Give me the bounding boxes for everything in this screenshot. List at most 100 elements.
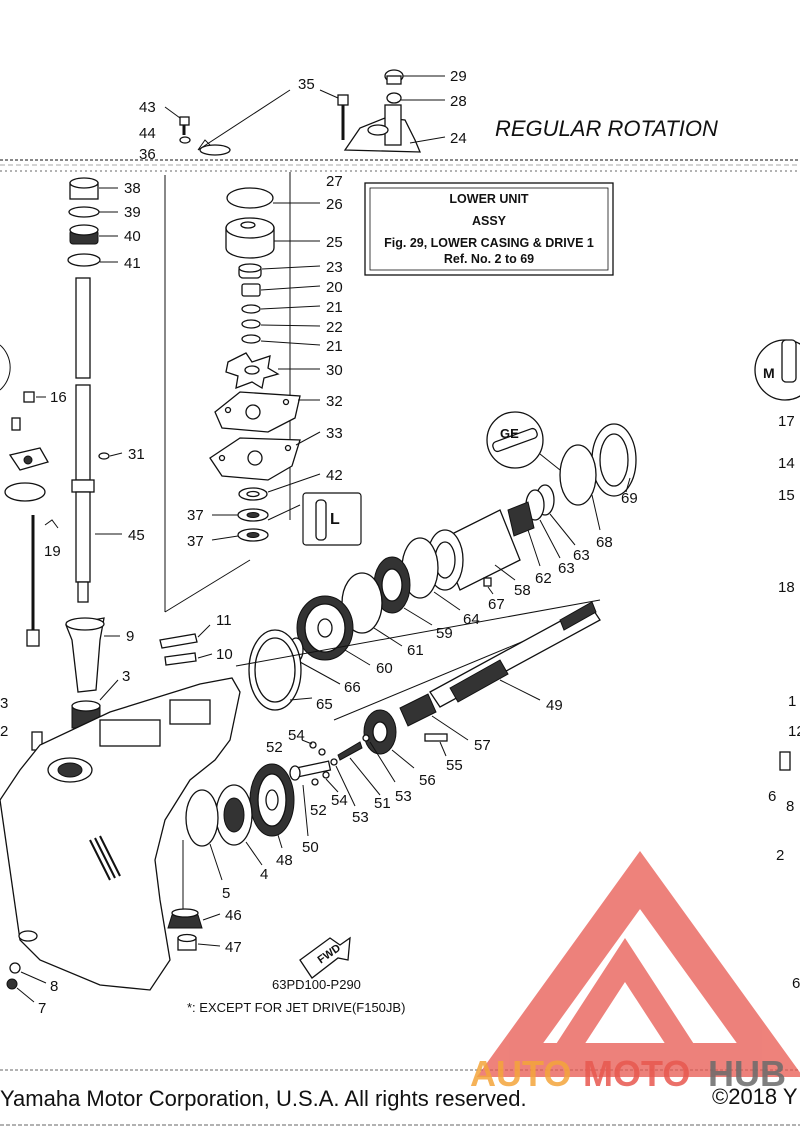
svg-text:M: M [763, 365, 775, 381]
part-57-spring [399, 693, 469, 741]
callout-53b: 53 [352, 809, 369, 826]
callout-r18: 18 [778, 579, 795, 596]
part-11-plate [159, 624, 211, 649]
oil-seal-housing-outline [197, 89, 291, 156]
callout-44: 44 [139, 125, 156, 142]
callout-53a: 53 [395, 788, 412, 805]
callout-52b: 52 [310, 802, 327, 819]
callout-8: 8 [50, 978, 58, 995]
callout-27: 27 [326, 173, 343, 190]
callout-41: 41 [124, 255, 141, 272]
callout-32: 32 [326, 393, 343, 410]
callout-r8: 8 [786, 798, 794, 815]
callout-38: 38 [124, 180, 141, 197]
callout-37a: 37 [187, 507, 204, 524]
watermark-text: AUTO MOTO HUB [470, 1053, 786, 1094]
callout-35: 35 [298, 76, 315, 93]
part-22-ring [241, 319, 321, 329]
part-35-bolt [319, 89, 349, 140]
callout-65: 65 [316, 696, 333, 713]
callout-60: 60 [376, 660, 393, 677]
part-45-drive-shaft [71, 277, 122, 603]
callout-2: 2 [0, 723, 8, 740]
callout-67: 67 [488, 596, 505, 613]
part-33-gasket [209, 431, 321, 481]
part-59-bearing [373, 556, 433, 626]
part-9-sleeve [65, 617, 120, 693]
part-51-spring [337, 741, 381, 796]
part-68-circlip [559, 444, 601, 531]
callout-48: 48 [276, 852, 293, 869]
watermark-hub: HUB [708, 1053, 786, 1094]
callout-11: 11 [216, 612, 232, 629]
ref-line4: Ref. No. 2 to 69 [444, 252, 534, 266]
part-41-o-ring [67, 253, 118, 267]
part-23-insert [238, 263, 321, 279]
diagram-title: REGULAR ROTATION [495, 116, 718, 141]
callout-23: 23 [326, 259, 343, 276]
part-3-bearing [71, 679, 119, 729]
callout-55: 55 [446, 757, 463, 774]
ref-line1: LOWER UNIT [449, 192, 529, 206]
part-54-ball-top [301, 739, 317, 749]
part-5-shim [182, 789, 223, 925]
callout-5: 5 [222, 885, 230, 902]
callout-52a: 52 [266, 739, 283, 756]
part-4-bearing [215, 784, 263, 866]
lower-casing [0, 677, 241, 991]
copyright-left: Yamaha Motor Corporation, U.S.A. All rig… [0, 1086, 527, 1111]
callout-24: 24 [450, 130, 467, 147]
part-26-o-ring [226, 187, 320, 209]
part-52-ball-bottom [311, 778, 319, 786]
ref-line3: Fig. 29, LOWER CASING & DRIVE 1 [384, 236, 594, 250]
callout-3b: 3 [0, 695, 8, 712]
part-24-pump-housing [343, 104, 446, 153]
part-19-shift-rod [26, 515, 59, 647]
callout-43: 43 [139, 99, 156, 116]
callout-7: 7 [38, 1000, 46, 1017]
callout-54b: 54 [331, 792, 348, 809]
part-53-ball [330, 734, 396, 807]
svg-text:GE: GE [500, 426, 519, 441]
callout-r12: 12 [788, 723, 800, 740]
callout-57: 57 [474, 737, 491, 754]
part-25-impeller-housing [225, 217, 320, 259]
part-54-ball-bottom [322, 771, 339, 793]
callout-62: 62 [535, 570, 552, 587]
callout-3a: 3 [122, 668, 130, 685]
part-16-bolt [0, 344, 46, 403]
grease-symbol-ge-icon: GE [486, 411, 561, 471]
part-56-dog-clutch [363, 709, 415, 769]
callout-21b: 21 [326, 338, 343, 355]
callout-r6: 6 [768, 788, 776, 805]
part-39-washer [68, 206, 118, 218]
callout-r6b: 6 [792, 975, 800, 992]
callout-19: 19 [44, 543, 61, 560]
watermark-moto: MOTO [583, 1053, 690, 1094]
part-44-washer [179, 136, 191, 144]
part-62-bearing [507, 501, 541, 567]
callout-r15: 15 [778, 487, 795, 504]
callout-29: 29 [450, 68, 467, 85]
callout-36: 36 [139, 146, 156, 163]
grease-symbol-icon: L [302, 492, 362, 546]
part-8-washer [9, 962, 47, 984]
part-38-bearing [69, 177, 118, 200]
part-20-sleeve [241, 283, 321, 297]
callout-40: 40 [124, 228, 141, 245]
callout-9: 9 [126, 628, 134, 645]
part-42-seal [238, 473, 321, 501]
part-7-screw [6, 978, 35, 1003]
callout-54a: 54 [288, 727, 305, 744]
callout-r14: 14 [778, 455, 795, 472]
callout-r2: 2 [776, 847, 784, 864]
watermark-auto: AUTO [470, 1053, 571, 1094]
watermark-logo [476, 850, 800, 1077]
part-48-forward-gear [249, 763, 295, 849]
callout-51: 51 [374, 795, 391, 812]
callout-21a: 21 [326, 299, 343, 316]
callout-r1: 1 [788, 693, 796, 710]
footnote: *: EXCEPT FOR JET DRIVE(F150JB) [187, 1000, 405, 1015]
callout-66: 66 [344, 679, 361, 696]
